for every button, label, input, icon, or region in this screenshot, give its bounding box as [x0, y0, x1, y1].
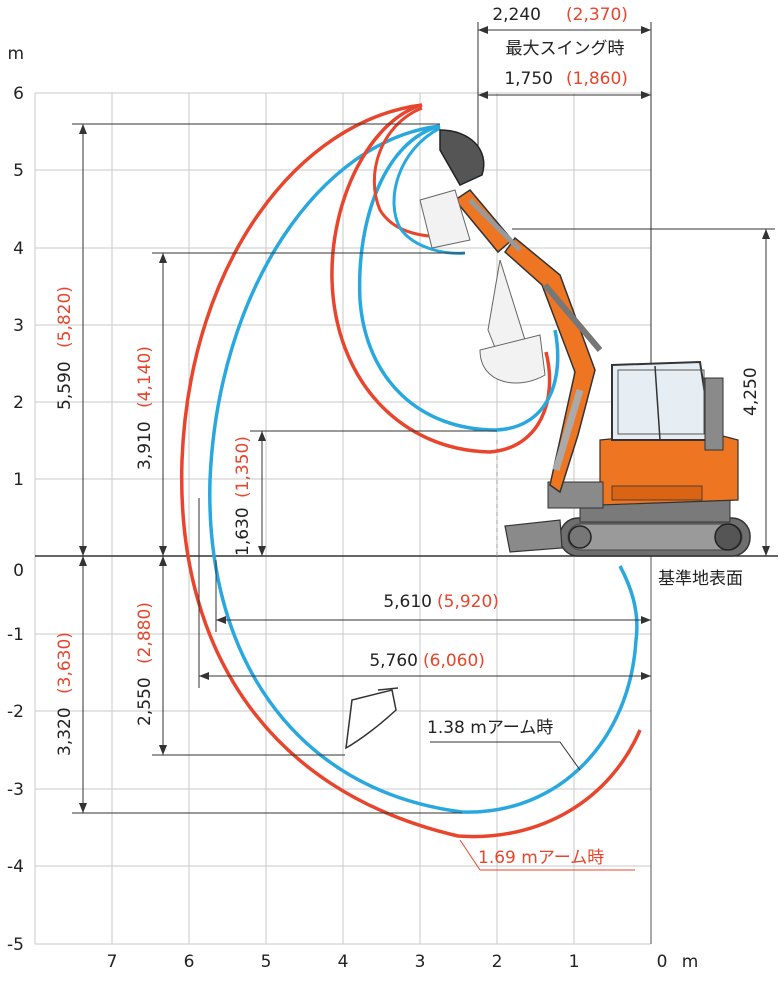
range-curve-long-arm-inner: [330, 103, 552, 454]
svg-text:1: 1: [569, 952, 580, 972]
svg-text:2: 2: [13, 393, 24, 413]
dim-top-width: 2,240: [492, 5, 541, 25]
svg-text:7: 7: [107, 952, 118, 972]
dim-max-height-alt: (5,820): [55, 286, 75, 348]
dim-dig-depth: 3,320: [55, 707, 75, 756]
svg-text:5: 5: [13, 161, 24, 181]
svg-text:3: 3: [13, 316, 24, 336]
svg-text:-2: -2: [7, 702, 24, 722]
x-tick-labels: 7 6 5 4 3 2 1 0 m: [107, 952, 699, 972]
y-tick-labels: m 6 5 4 3 2 1 0 -1 -2 -3 -4 -5: [7, 44, 24, 955]
range-curve-short-arm-outer: [208, 124, 639, 814]
svg-text:-1: -1: [7, 625, 24, 645]
short-arm-label: 1.38 mアーム時: [427, 718, 553, 738]
excavator-illustration: [345, 129, 751, 750]
dim-cab-height: 4,250: [741, 367, 761, 416]
dim-top-width-alt: (2,370): [566, 5, 628, 25]
range-curve-long-arm-outer: [179, 103, 642, 839]
range-curve-short-arm-inner: [357, 124, 560, 432]
dim-reach-ground-alt: (5,920): [437, 592, 499, 612]
range-curve-long-arm-loop: [372, 106, 451, 238]
max-swing-label: 最大スイング時: [506, 39, 625, 59]
dim-dump-height-alt: (4,140): [135, 346, 155, 408]
long-arm-label: 1.69 mアーム時: [478, 848, 604, 868]
dim-dig-depth-alt: (3,630): [55, 632, 75, 694]
svg-text:-4: -4: [7, 857, 24, 877]
dim-dump-height: 3,910: [135, 421, 155, 470]
dim-vertical-wall: 2,550: [135, 677, 155, 726]
dim-height-1630: 1,630: [233, 507, 253, 556]
dim-height-1630-alt: (1,350): [233, 436, 253, 498]
svg-text:1: 1: [13, 470, 24, 490]
svg-text:5: 5: [261, 952, 272, 972]
dim-reach-ground: 5,610: [383, 592, 432, 612]
svg-text:3: 3: [415, 952, 426, 972]
svg-text:2: 2: [492, 952, 503, 972]
dim-vertical-wall-alt: (2,880): [135, 602, 155, 664]
dim-swing: 1,750: [504, 69, 553, 89]
svg-text:0: 0: [657, 952, 668, 972]
x-unit-label: m: [682, 952, 699, 972]
arrowheads: [79, 26, 770, 813]
ground-reference-label: 基準地表面: [658, 569, 743, 589]
svg-text:0: 0: [13, 561, 24, 581]
dim-swing-alt: (1,860): [566, 69, 628, 89]
dim-max-height: 5,590: [55, 361, 75, 410]
dim-reach-max: 5,760: [369, 651, 418, 671]
dimension-lines: [72, 22, 775, 814]
range-curve-short-arm-loop: [392, 126, 466, 255]
dim-reach-max-alt: (6,060): [423, 651, 485, 671]
svg-text:4: 4: [338, 952, 349, 972]
svg-text:4: 4: [13, 239, 24, 259]
svg-text:6: 6: [184, 952, 195, 972]
svg-text:6: 6: [13, 84, 24, 104]
svg-text:-5: -5: [7, 935, 24, 955]
y-unit-label: m: [7, 44, 24, 64]
svg-text:-3: -3: [7, 780, 24, 800]
